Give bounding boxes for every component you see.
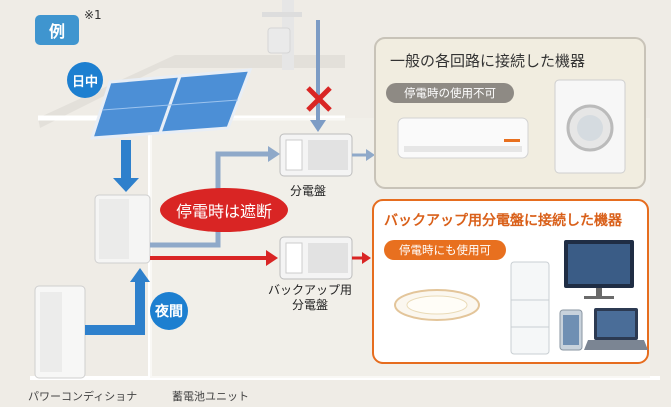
power-conditioner-icon: [94, 194, 151, 264]
example-badge: 例: [35, 15, 79, 45]
daytime-badge: 日中: [67, 62, 103, 98]
power-conditioner-caption: パワーコンディショナ: [28, 390, 138, 403]
washing-machine-icon: [554, 79, 626, 174]
backup-board-label: バックアップ用 分電盤: [268, 283, 352, 313]
utility-pole-icon: [262, 0, 302, 70]
monitor-icon: [564, 240, 634, 299]
distribution-board-label: 分電盤: [290, 184, 327, 198]
usable-badge: 停電時にも使用可: [384, 240, 506, 260]
air-conditioner-icon: [397, 117, 529, 159]
normal-circuits-title: 一般の各回路に接続した機器: [390, 52, 586, 70]
battery-unit-icon: [34, 285, 86, 379]
distribution-board-icon: [279, 133, 353, 177]
battery-unit-caption: 蓄電池ユニット: [172, 390, 249, 403]
unusable-badge: 停電時の使用不可: [386, 83, 514, 103]
smartphone-icon: [559, 309, 583, 351]
backup-board-label-line2: 分電盤: [292, 298, 329, 312]
refrigerator-icon: [510, 261, 550, 355]
backup-board-icon: [279, 236, 353, 280]
ceiling-light-icon: [394, 289, 480, 321]
backup-circuits-title: バックアップ用分電盤に接続した機器: [384, 213, 622, 229]
footnote-mark: ※1: [84, 8, 102, 22]
laptop-icon: [584, 308, 648, 350]
cut-x-icon: [306, 86, 332, 112]
blackout-cutoff-label: 停電時は遮断: [160, 188, 288, 232]
backup-board-label-line1: バックアップ用: [268, 283, 353, 297]
nighttime-badge: 夜間: [150, 292, 188, 330]
solar-panel-icon: [89, 68, 253, 140]
